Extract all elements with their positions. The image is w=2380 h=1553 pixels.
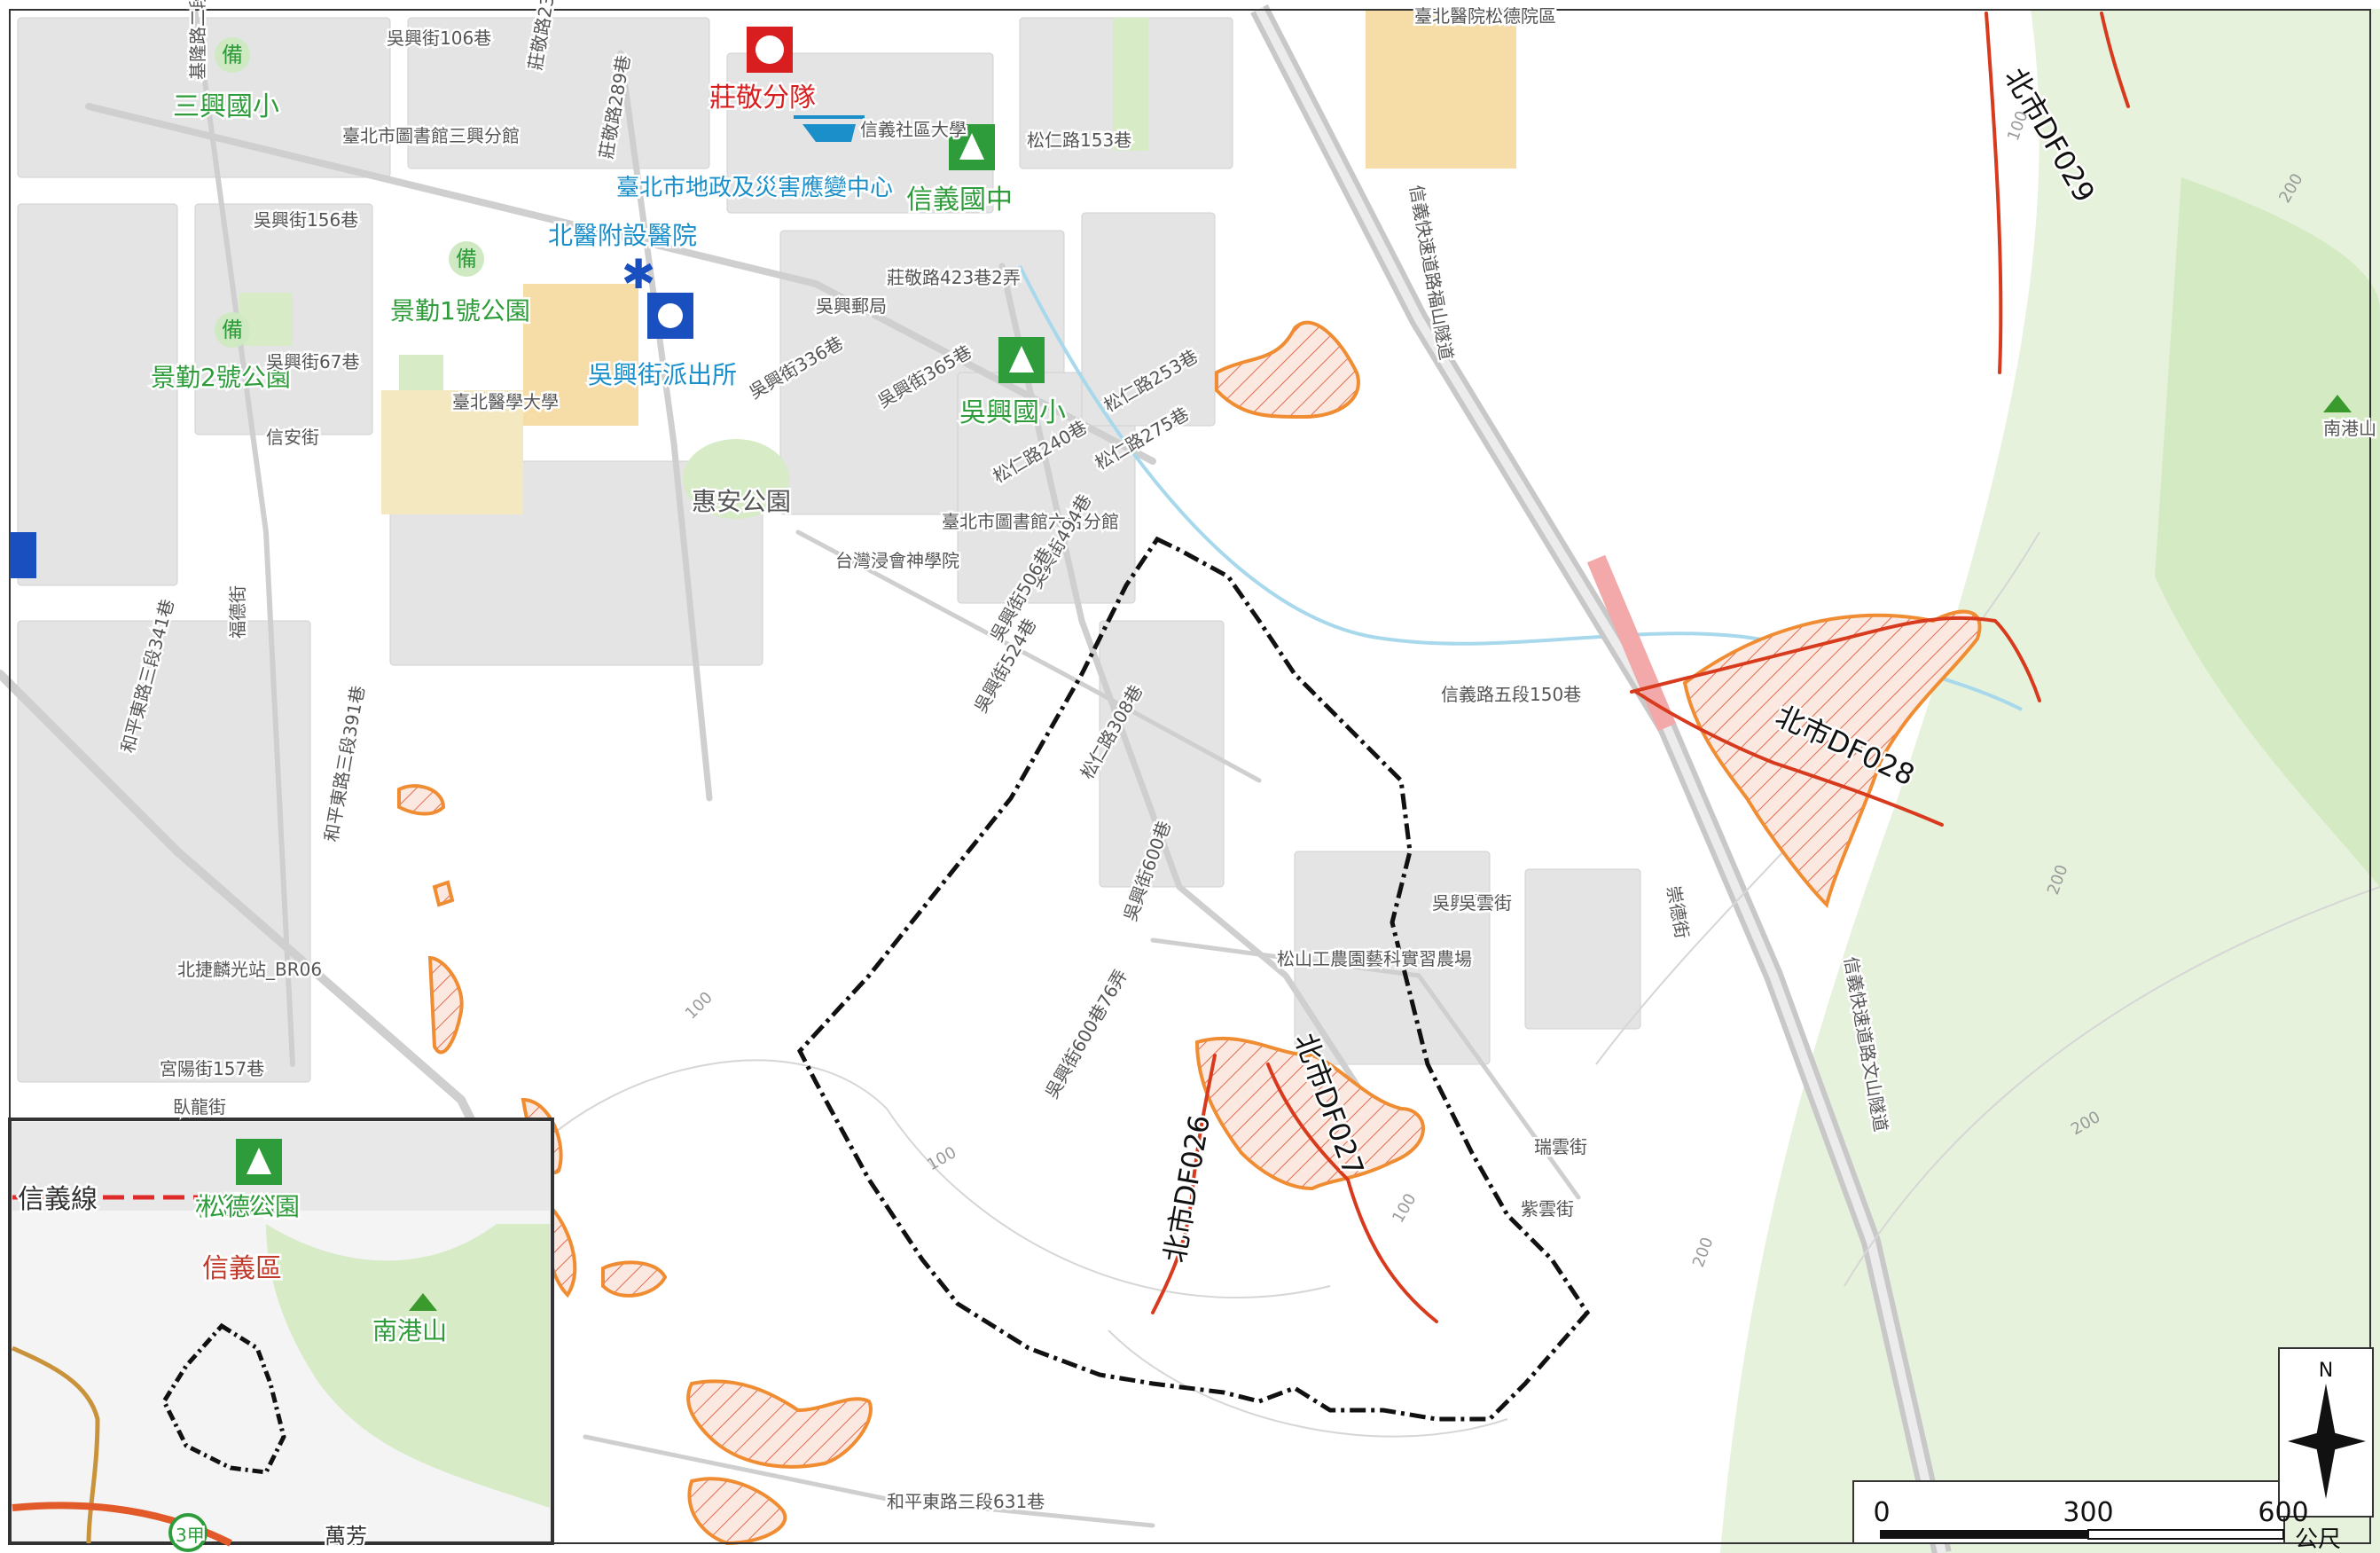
street-label: 莊敬路423巷2弄 — [887, 267, 1021, 288]
street-label: 臺北市圖書館三興分館 — [342, 125, 520, 146]
study-area-boundary — [796, 536, 1591, 1422]
svg-text:備: 備 — [222, 43, 243, 67]
inset-label: 松德公園 — [200, 1192, 300, 1221]
fire-station-icon — [747, 27, 793, 73]
street-label: 信義社區大學 — [860, 119, 967, 140]
park-label: 松德公園 — [195, 1192, 294, 1221]
facility-label: 北醫附設醫院 — [548, 221, 697, 250]
scale-bar — [1852, 1480, 2285, 1544]
street-label: 吳興街156巷 — [254, 209, 358, 231]
svg-text:✱: ✱ — [622, 250, 656, 298]
street-label: 吳興郵局 — [816, 295, 887, 317]
tmu-campus — [381, 390, 523, 514]
helicopter-icon — [794, 115, 865, 142]
tmu-hospital-campus — [523, 284, 638, 426]
facility-label: 吳興街派出所 — [588, 360, 737, 389]
north-arrow — [2278, 1347, 2374, 1518]
street-label: 臺北市圖書館六合分館 — [942, 511, 1119, 532]
street-label: 吳興街 — [1432, 892, 1485, 914]
svg-text:備: 備 — [456, 247, 477, 271]
street-label: 吳雲街 — [1459, 892, 1512, 914]
scale-tick-label: 0 — [1873, 1497, 1890, 1528]
street-label: 吳興街106巷 — [387, 27, 491, 49]
reserve-shelter-icon: 備 備 備 — [215, 37, 484, 348]
expressway-corridor — [1250, 4, 1952, 1553]
street-label: 信義路五段150巷 — [1441, 684, 1581, 705]
park-label: 景勤1號公園 — [390, 296, 530, 326]
debris-flow-areas — [397, 320, 1982, 1546]
street-label: 臺北醫院松德院區 — [1414, 5, 1556, 27]
nangang-mountain-forest — [2155, 177, 2380, 887]
facility-label: 莊敬分隊 — [709, 82, 816, 114]
park-label: 景勤2號公園 — [151, 363, 291, 392]
inset-label: 南港山 — [372, 1316, 447, 1345]
debris-flow-channels — [1151, 12, 2130, 1323]
inset-label: 信義線 — [18, 1184, 98, 1215]
inset-map — [8, 1118, 554, 1552]
street-label: 紫雲街 — [1521, 1198, 1574, 1220]
street-label: 南港山 — [2323, 418, 2376, 439]
street-label: 基隆路二段79巷 — [187, 0, 208, 80]
street-label: 和平東路三段631巷 — [887, 1491, 1045, 1512]
scale-tick-label: 300 — [2063, 1497, 2113, 1528]
school-label: 信義國中 — [906, 184, 1013, 216]
street-label: 宮陽街157巷 — [160, 1058, 264, 1079]
street-label: 松山工農園藝科實習農場 — [1277, 948, 1472, 969]
street-label: 北捷麟光站_BR06 — [177, 959, 322, 980]
police-icon — [10, 293, 693, 578]
street-label: 福德街 — [227, 585, 248, 639]
hospital-icon: ✱ — [622, 250, 656, 298]
scale-unit-label: 公尺 — [2295, 1526, 2341, 1553]
songde-hospital-campus — [1366, 9, 1516, 169]
school-label: 吳興國小 — [959, 397, 1066, 428]
inset-label: 3甲 — [176, 1525, 205, 1546]
scale-tick-label: 600 — [2258, 1497, 2308, 1528]
north-label: N — [2319, 1360, 2333, 1382]
inset-label: 萬芳 — [325, 1524, 367, 1549]
inset-label: 信義區 — [202, 1253, 282, 1284]
street-label: 臥龍街 — [173, 1096, 226, 1118]
map-frame — [9, 9, 2371, 1544]
school-label: 三興國小 — [173, 91, 279, 122]
park-label: 惠安公園 — [692, 487, 791, 516]
street-label: 松仁路153巷 — [1027, 129, 1131, 151]
street-label: 信安街 — [266, 427, 319, 448]
mountain-peak-icon — [2323, 395, 2352, 412]
street-label: 瑞雲街 — [1534, 1136, 1587, 1157]
facility-label: 臺北市地政及災害應變中心 — [616, 175, 893, 201]
street-label: 台灣浸會神學院 — [835, 550, 959, 571]
school-icon — [949, 124, 1045, 383]
street-label: 臺北醫學大學 — [452, 391, 559, 412]
svg-text:備: 備 — [222, 318, 243, 342]
street-label: 吳興街67巷 — [266, 351, 359, 373]
